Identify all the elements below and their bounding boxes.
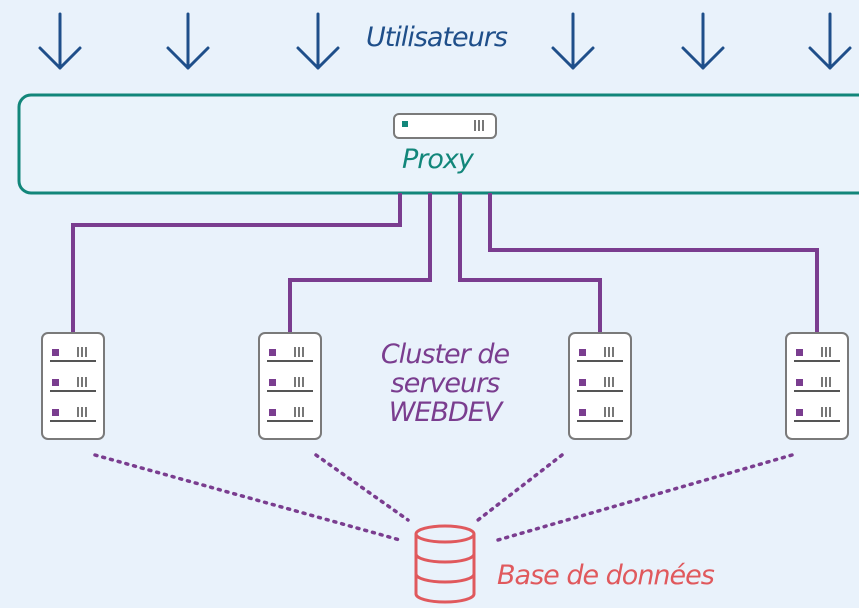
database-links — [93, 453, 794, 542]
server-rack-icon — [258, 332, 322, 440]
database-icon — [414, 524, 476, 604]
proxy-label: Proxy — [402, 144, 474, 175]
arrow-down-icon — [166, 12, 210, 70]
arrow-down-icon — [551, 12, 595, 70]
cluster-links — [71, 193, 819, 333]
proxy-box — [17, 93, 859, 195]
users-label: Utilisateurs — [366, 22, 508, 53]
cluster-servers — [41, 332, 849, 440]
server-rack-icon — [41, 332, 105, 440]
arrow-down-icon — [296, 12, 340, 70]
arrow-down-icon — [681, 12, 725, 70]
database-label: Base de données — [497, 560, 715, 591]
user-arrows — [38, 12, 852, 70]
server-unit-icon — [393, 113, 497, 139]
server-rack-icon — [568, 332, 632, 440]
arrow-down-icon — [38, 12, 82, 70]
arrow-down-icon — [808, 12, 852, 70]
cluster-label: Cluster de serveurs WEBDEV — [380, 339, 510, 428]
server-rack-icon — [785, 332, 849, 440]
